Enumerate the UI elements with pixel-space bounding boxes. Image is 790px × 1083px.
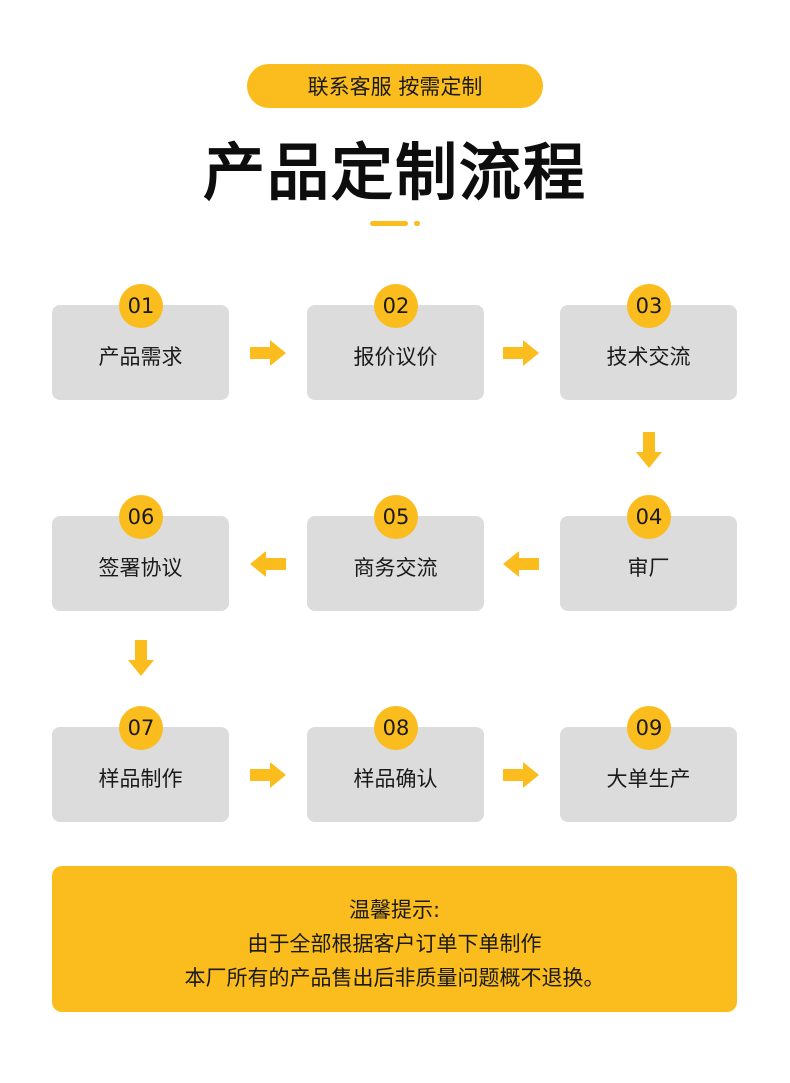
step-label: 样品制作 <box>98 767 183 791</box>
step-number-badge: 04 <box>627 495 671 539</box>
arrow-right-icon <box>250 762 286 788</box>
step-number-badge: 06 <box>119 495 163 539</box>
arrow-left-icon <box>250 551 286 577</box>
step-label: 审厂 <box>627 556 670 580</box>
notice-heading: 温馨提示: <box>348 898 441 922</box>
step-number-badge: 07 <box>119 706 163 750</box>
step-number-badge: 01 <box>119 284 163 328</box>
notice-box: 温馨提示: 由于全部根据客户订单下单制作 本厂所有的产品售出后非质量问题概不退换… <box>52 866 737 1012</box>
step-number-badge: 05 <box>374 495 418 539</box>
step-number-badge: 03 <box>627 284 671 328</box>
step-box-06: 签署协议 <box>52 516 229 611</box>
page-title: 产品定制流程 <box>202 136 587 209</box>
step-label: 技术交流 <box>606 345 691 369</box>
title-underline-dot <box>414 221 420 226</box>
step-label: 报价议价 <box>353 345 438 369</box>
arrow-left-icon <box>503 551 539 577</box>
title-underline-bar <box>370 221 408 226</box>
step-number-badge: 09 <box>627 706 671 750</box>
arrow-right-icon <box>250 340 286 366</box>
arrow-down-icon <box>128 640 154 676</box>
step-number-badge: 02 <box>374 284 418 328</box>
step-label: 商务交流 <box>353 556 438 580</box>
step-label: 产品需求 <box>98 345 183 369</box>
contact-service-pill[interactable]: 联系客服 按需定制 <box>247 64 543 108</box>
step-label: 样品确认 <box>353 767 438 791</box>
step-box-05: 商务交流 <box>307 516 484 611</box>
arrow-right-icon <box>503 340 539 366</box>
step-label: 大单生产 <box>606 767 691 791</box>
step-label: 签署协议 <box>98 556 183 580</box>
step-number-badge: 08 <box>374 706 418 750</box>
notice-line: 由于全部根据客户订单下单制作 <box>247 932 542 956</box>
arrow-down-icon <box>636 432 662 468</box>
notice-line: 本厂所有的产品售出后非质量问题概不退换。 <box>184 966 605 990</box>
arrow-right-icon <box>503 762 539 788</box>
